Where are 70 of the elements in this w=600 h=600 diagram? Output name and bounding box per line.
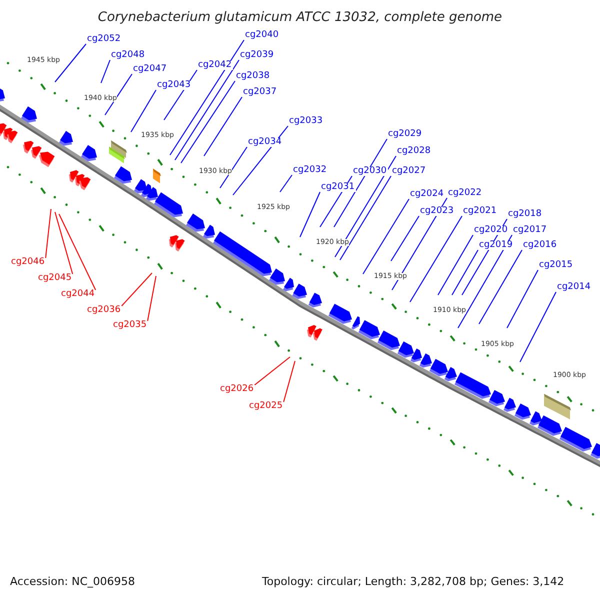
leader-line [334,138,388,228]
gene-label: cg2027 [391,167,427,176]
gene-label: cg2035 [112,321,148,330]
gene-label: cg2036 [86,306,122,315]
leader-line [45,208,52,258]
gene-label: cg2026 [219,385,255,394]
leader-line [520,292,556,362]
gene-label: cg2034 [247,138,283,147]
leader-line [220,146,248,188]
gene-label: cg2052 [86,35,122,44]
leader-line [280,174,292,192]
leader-line [170,40,244,156]
leader-line [340,176,392,260]
leader-line [130,90,156,132]
gene-label: cg2032 [292,166,328,175]
gene-label: cg2021 [462,207,498,216]
leader-line [334,156,396,258]
gene-label: cg2030 [352,167,388,176]
leader-line [174,60,240,160]
leader-line [283,360,296,402]
gene-label: cg2017 [512,226,548,235]
leader-line [104,74,132,116]
leader-line [362,198,410,274]
leader-line [180,80,236,164]
leader-line [121,272,152,306]
gene-label: cg2047 [132,65,168,74]
leader-line [390,216,420,262]
gene-label: cg2015 [538,261,574,270]
footer-text: Accession: NC_006958 [10,576,136,587]
gene-label: cg2031 [320,183,356,192]
gene-label: cg2044 [60,290,96,299]
leader-line [232,126,288,196]
gene-label: cg2045 [37,274,73,283]
leader-line [452,250,478,296]
gene-label: cg2020 [473,226,509,235]
leader-line [300,192,320,238]
gene-label: cg2024 [409,190,445,199]
gene-label: cg2033 [288,117,324,126]
gene-label: cg2046 [10,258,46,267]
gene-label: cg2016 [522,241,558,250]
gene-label: cg2018 [507,210,543,219]
gene-label: cg2022 [447,189,483,198]
leader-line [410,216,462,302]
leader-line [147,276,156,322]
title: Corynebacterium glutamicum ATCC 13032, complete genome [96,11,504,24]
gene-label: cg2042 [197,61,233,70]
gene-label: cg2038 [235,72,271,81]
leader-line [478,250,522,324]
gene-label: cg2014 [556,283,592,292]
footer-text: Topology: circular; Length: 3,282,708 bp; Genes: 3,142 [262,576,564,587]
gene-label: cg2028 [396,147,432,156]
leader-line [458,234,512,328]
leader-line [438,234,474,296]
gene-label: cg2023 [419,207,455,216]
gene-label: cg2025 [248,402,284,411]
gene-label: cg2037 [242,88,278,97]
gene-label: cg2019 [478,241,514,250]
leader-line [54,212,74,274]
gene-label: cg2029 [387,130,423,139]
leader-line [204,96,242,156]
gene-label: cg2039 [239,51,275,60]
leader-line [392,198,448,290]
leader-line [54,44,86,82]
gene-label: cg2048 [110,51,146,60]
leader-line [254,356,290,386]
leader-line [58,214,96,290]
gene-label: cg2040 [244,31,280,40]
leader-line [506,270,538,328]
gene-label: cg2043 [156,81,192,90]
leader-line [100,60,110,84]
